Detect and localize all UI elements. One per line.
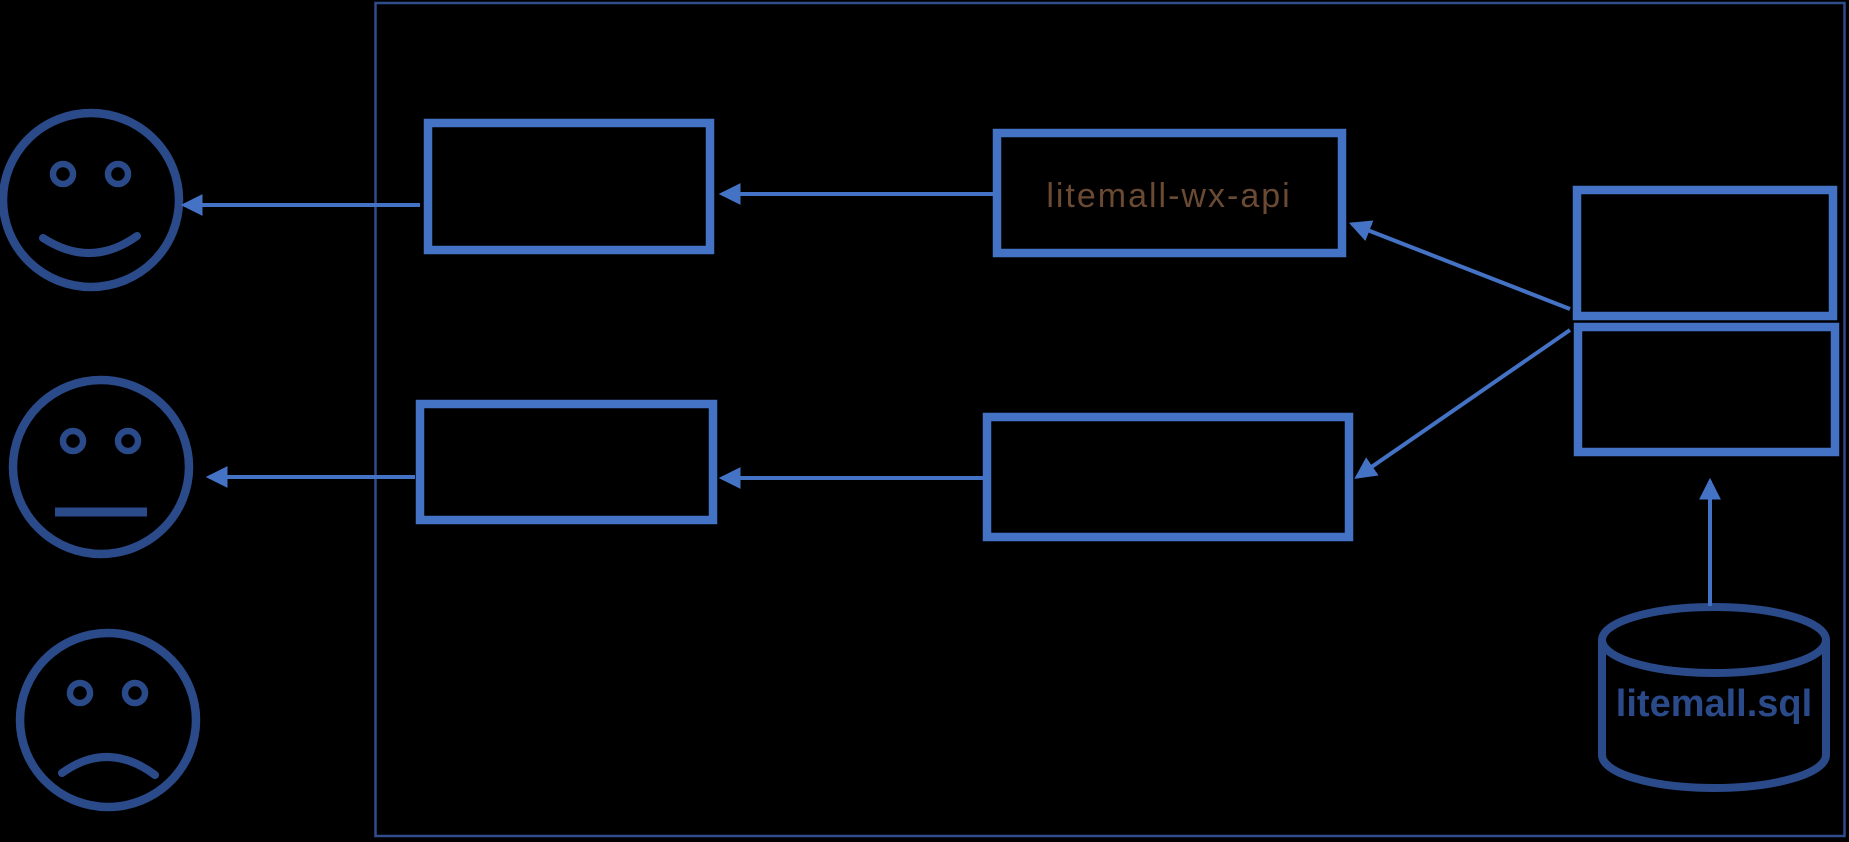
happy-face-outline	[0, 108, 184, 292]
service-lower-box	[1573, 322, 1840, 457]
sad-face-icon	[15, 628, 201, 812]
database-node: litemall.sql	[1598, 603, 1830, 792]
database-cylinder-top	[1598, 603, 1830, 677]
neutral-face-icon	[8, 375, 194, 559]
happy-face-mouth	[39, 232, 141, 257]
neutral-face-right-eye	[114, 427, 142, 455]
sad-face-left-eye	[66, 679, 94, 707]
sad-face-mouth	[58, 753, 159, 779]
neutral-face-left-eye	[59, 427, 87, 455]
neutral-face-outline	[8, 375, 194, 559]
admin-api-box	[982, 412, 1354, 542]
service-upper-box	[1572, 185, 1838, 321]
wx-api-node: litemall-wx-api	[992, 128, 1347, 258]
wx-client-box	[423, 118, 715, 255]
happy-face-right-eye	[104, 160, 132, 188]
arrow-service-to-admin-api	[1354, 328, 1572, 479]
system-boundary-box	[374, 1, 1846, 838]
sad-face-right-eye	[121, 679, 149, 707]
arrow-service-to-wx-api	[1348, 220, 1571, 311]
sad-face-outline	[15, 628, 201, 812]
database-cylinder-body	[1598, 640, 1830, 792]
wx-api-label: litemall-wx-api	[1046, 177, 1291, 215]
admin-client-box	[415, 399, 718, 525]
happy-face-left-eye	[49, 160, 77, 188]
database-label: litemall.sql	[1616, 683, 1812, 725]
happy-face-icon	[0, 108, 184, 292]
